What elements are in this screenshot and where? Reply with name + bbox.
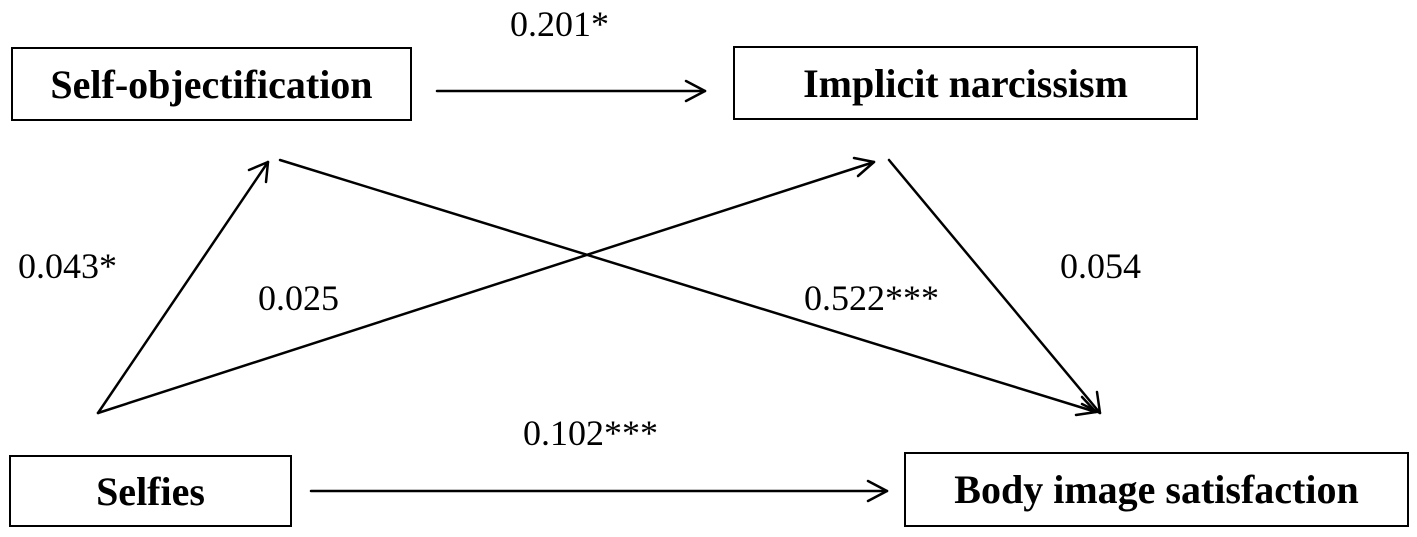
- arrow-selfies-to-body: [309, 479, 889, 503]
- coef-selfies-to-body: 0.102***: [523, 413, 658, 453]
- coef-selfies-to-narcissism: 0.025: [258, 278, 339, 318]
- node-label-selfies: Selfies: [96, 468, 205, 514]
- node-label-implicit-narcissism: Implicit narcissism: [803, 60, 1128, 106]
- node-body-image-satisfaction: Body image satisfaction: [904, 452, 1409, 527]
- arrow-narcissism-to-body: [887, 158, 1102, 415]
- coef-selfobj-to-narcissism: 0.201*: [510, 4, 609, 44]
- node-implicit-narcissism: Implicit narcissism: [733, 46, 1198, 120]
- node-selfies: Selfies: [9, 455, 292, 527]
- node-label-self-objectification: Self-objectification: [50, 61, 373, 107]
- arrow-selfies-to-selfobj: [96, 160, 270, 415]
- coef-selfies-to-selfobj: 0.043*: [18, 246, 117, 286]
- node-label-body-image-satisfaction: Body image satisfaction: [954, 467, 1359, 512]
- coef-narcissism-to-body: 0.054: [1060, 246, 1141, 286]
- arrow-selfies-to-narcissism: [96, 156, 876, 415]
- arrow-selfobj-to-body: [278, 158, 1098, 417]
- arrow-selfobj-to-narcissism: [435, 79, 707, 103]
- coef-selfobj-to-body: 0.522***: [804, 278, 939, 318]
- node-self-objectification: Self-objectification: [11, 47, 412, 121]
